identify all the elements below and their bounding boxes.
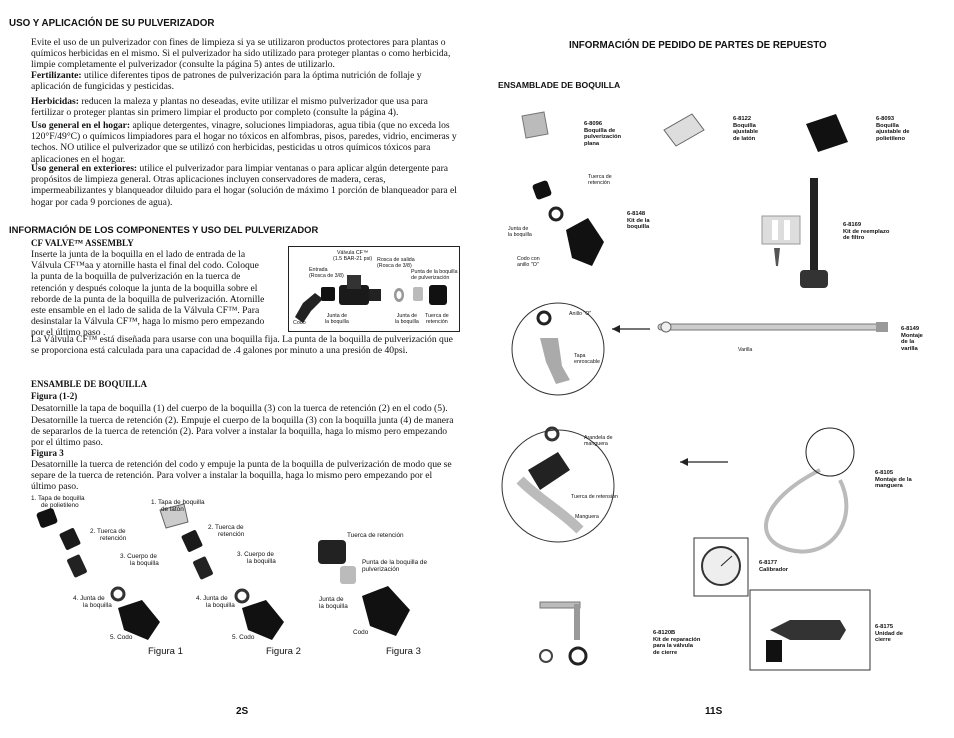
section-heading-repuestos: INFORMACIÓN DE PEDIDO DE PARTES DE REPUE… xyxy=(569,40,827,51)
figura-1-2-title: Figura (1-2) xyxy=(31,391,78,401)
cf-note: La Válvula CF™ está diseñada para usarse… xyxy=(31,334,453,357)
entrada-label: Entrada(Rosca de 3/8) xyxy=(309,267,344,279)
exteriores-term: Uso general en exteriores: xyxy=(31,163,138,174)
figura-1-caption: Figura 1 xyxy=(148,646,183,657)
valvula-cf-label: Válvula CF™(1.5 BAR-21 psi) xyxy=(333,250,373,262)
rosca-salida-label: Rosca de salida(Rosca de 3/8) xyxy=(377,257,415,269)
f1-codo-label: 5. Codo xyxy=(110,634,133,641)
fertilizante-text: utilice diferentes tipos de patrones de … xyxy=(31,70,422,93)
label-anillo-o: Anillo "O" xyxy=(569,311,592,317)
label-varilla: Varilla xyxy=(738,347,753,353)
parts-illustration xyxy=(501,111,888,671)
figura-1-2-text-2: Desatornille la tuerca de retención (2).… xyxy=(31,415,454,449)
figura-3-text: Desatornille la tuerca de retención del … xyxy=(31,459,452,493)
cf-valve-diagram: Válvula CF™(1.5 BAR-21 psi) Entrada(Rosc… xyxy=(288,246,460,332)
herbicidas-text: reducen la maleza y plantas no deseadas,… xyxy=(31,96,428,119)
figura-3-title: Figura 3 xyxy=(31,448,64,458)
f3-codo-label: Codo xyxy=(353,629,369,636)
label-manguera: Manguera xyxy=(575,514,599,520)
figura-1-2-text-1: Desatornille la tapa de boquilla (1) del… xyxy=(31,403,448,414)
f3-tuerca-label: Tuerca de retención xyxy=(347,532,404,539)
page-number-left: 2S xyxy=(236,706,249,717)
ensamble-title: ENSAMBLE DE BOQUILLA xyxy=(31,379,148,389)
section-heading-uso: USO Y APLICACIÓN DE SU PULVERIZADOR xyxy=(9,18,215,29)
herbicidas-paragraph: Herbicidas: reducen la maleza y plantas … xyxy=(31,96,459,118)
cf-valve-title: CF VALVE™ ASSEMBLY xyxy=(31,238,134,248)
section-heading-componentes: INFORMACIÓN DE LOS COMPONENTES Y USO DEL… xyxy=(9,224,319,235)
hogar-text: aplique detergentes, vinagre, soluciones… xyxy=(31,120,457,165)
cf-valve-illustration xyxy=(295,275,447,323)
fertilizante-paragraph: Fertilizante: utilice diferentes tipos d… xyxy=(31,70,459,92)
cf-valve-text: Inserte la junta de la boquilla en el la… xyxy=(31,249,265,339)
intro-paragraph: Evite el uso de un pulverizador con fine… xyxy=(31,37,451,71)
herbicidas-term: Herbicidas: xyxy=(31,96,79,107)
hogar-term: Uso general en el hogar: xyxy=(31,120,131,131)
figura-2-caption: Figura 2 xyxy=(266,646,301,657)
codo-label: Codo xyxy=(293,320,306,326)
section-heading-boquilla: ENSAMBLADE DE BOQUILLA xyxy=(498,80,621,90)
f2-codo-label: 5. Codo xyxy=(232,634,255,641)
hogar-paragraph: Uso general en el hogar: aplique deterge… xyxy=(31,120,459,165)
nozzle-figures-illustration xyxy=(36,503,410,640)
exteriores-paragraph: Uso general en exteriores: utilice el pu… xyxy=(31,163,459,208)
fertilizante-term: Fertilizante: xyxy=(31,70,82,81)
figura-3-caption: Figura 3 xyxy=(386,646,421,657)
label-tuerca-retension: Tuerca de retensión xyxy=(571,494,618,500)
page-number-right: 11S xyxy=(705,706,723,717)
exteriores-text: utilice el pulverizador para limpiar ven… xyxy=(31,163,457,208)
